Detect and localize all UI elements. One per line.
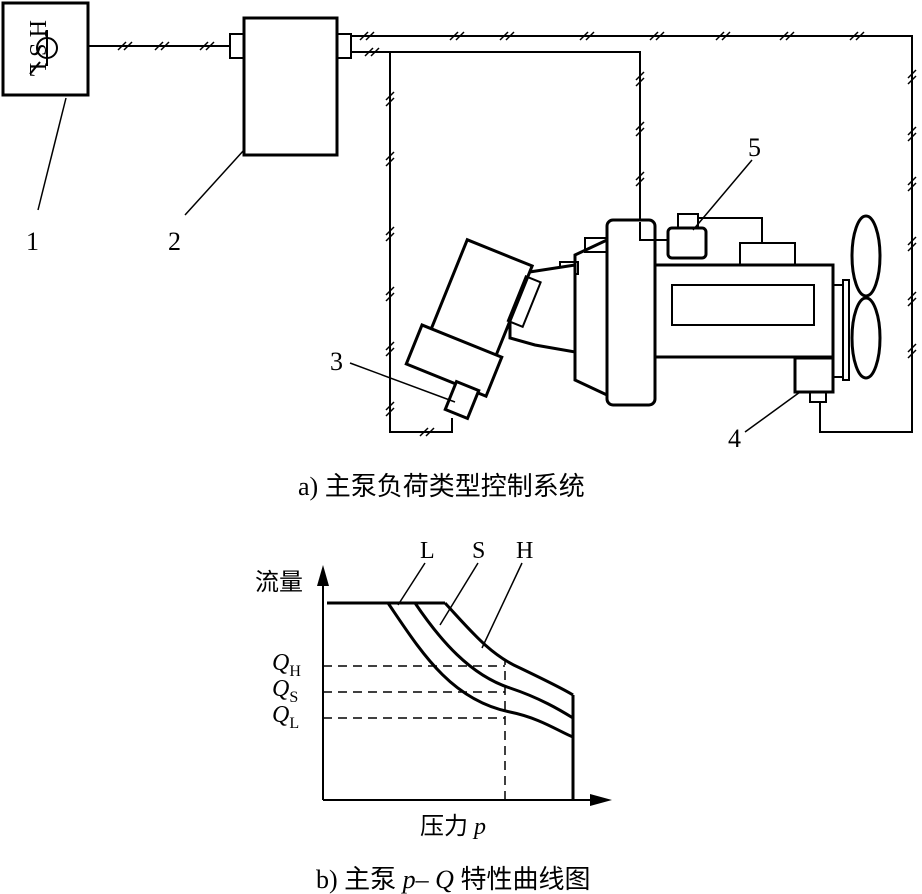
- y-axis-arrow: [317, 565, 329, 586]
- x-axis-label: 压力 p: [420, 813, 486, 840]
- series-label-s: S: [472, 538, 485, 564]
- curve-h: [443, 601, 574, 697]
- part-number-3: 3: [330, 347, 343, 376]
- leader-lines: [37, 97, 801, 433]
- y-tick-q-l: QL: [272, 702, 299, 732]
- part-number-4: 4: [728, 424, 741, 453]
- curve-l: [386, 602, 574, 739]
- switch-letters: H S L: [24, 20, 50, 77]
- y-axis-label: 流量: [255, 569, 303, 596]
- controller-box: [229, 16, 352, 157]
- curve-s: [413, 602, 574, 720]
- x-axis-arrow: [590, 794, 612, 806]
- mode-switch-panel: H S L: [1, 1, 90, 97]
- part-number-2: 2: [168, 227, 181, 256]
- y-tick-q-h: QH: [272, 650, 301, 680]
- wire-ticks: [117, 31, 917, 437]
- part-number-1: 1: [26, 227, 39, 256]
- series-label-l: L: [420, 538, 435, 564]
- pq-chart: L S H 流量 压力 p QH QS QL: [255, 538, 612, 840]
- pump-assembly: [404, 213, 882, 421]
- wiring: [88, 35, 913, 433]
- caption-b: b) 主泵 p– Q 特性曲线图: [316, 865, 590, 894]
- y-tick-q-s: QS: [272, 676, 298, 706]
- caption-a: a) 主泵负荷类型控制系统: [298, 472, 585, 501]
- part-number-5: 5: [748, 133, 761, 162]
- series-label-h: H: [516, 538, 533, 564]
